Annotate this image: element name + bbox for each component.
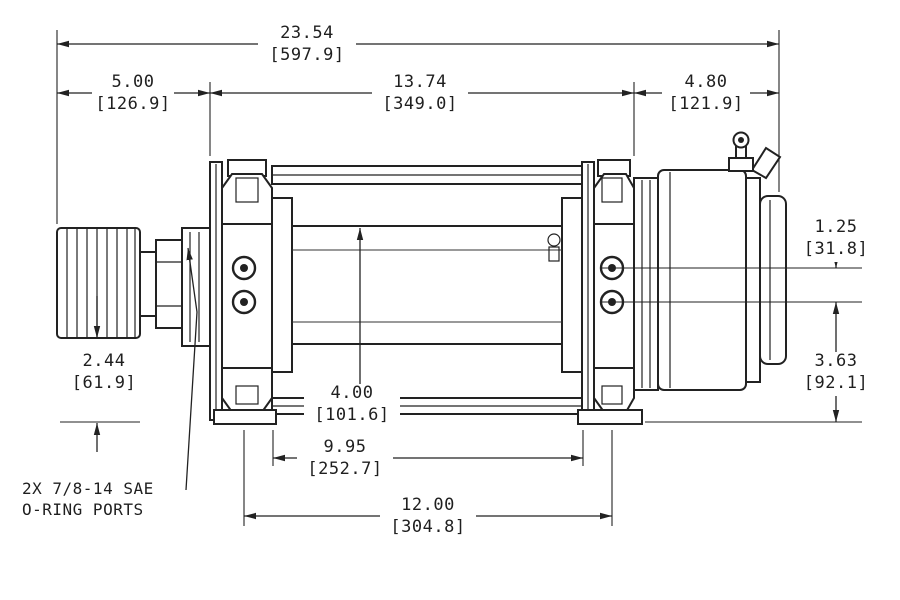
dim-motor-section-mm: [121.9] (668, 94, 743, 114)
dim-left-section-inches: 5.00 (112, 72, 155, 92)
dim-mount-spacing-mm: [304.8] (390, 517, 465, 537)
dim-left-section-mm: [126.9] (95, 94, 170, 114)
drum-flange-right (561, 197, 583, 373)
rope-drum (271, 197, 583, 373)
dim-drum-diameter-mm: [101.6] (314, 405, 389, 425)
tie-bar-top (271, 165, 583, 185)
dim-clutch-drop-mm: [61.9] (72, 373, 136, 393)
dim-drum-section-inches: 13.74 (393, 72, 447, 92)
callout-texts: 2X 7/8-14 SAE O-RING PORTS (22, 479, 154, 519)
oring-ports-label-line1: 2X 7/8-14 SAE (22, 479, 154, 498)
dimension-text-backgrounds (62, 24, 878, 540)
right-mounting-foot (577, 409, 643, 425)
dim-mount-spacing-inches: 12.00 (401, 495, 455, 515)
extension-lines (56, 30, 862, 526)
winch-body (56, 131, 787, 425)
dim-port-spacing-inches: 1.25 (815, 217, 858, 237)
dim-drum-length-mm: [252.7] (307, 459, 382, 479)
left-port-holes (231, 255, 257, 315)
dim-port-height-mm: [92.1] (804, 373, 868, 393)
oring-ports-leader (185, 247, 198, 491)
dim-motor-section-inches: 4.80 (685, 72, 728, 92)
hydraulic-motor (633, 169, 787, 391)
dimension-texts: 23.54 [597.9] 5.00 [126.9] 13.74 [349.0]… (72, 23, 868, 537)
clutch-housing (139, 227, 211, 347)
breather-fitting (728, 131, 782, 180)
right-tie-plate-edge (581, 161, 595, 421)
dim-overall-mm: [597.9] (269, 45, 344, 65)
dim-port-height-inches: 3.63 (815, 351, 858, 371)
ribbed-clutch-cap (56, 227, 141, 339)
drum-barrel (291, 225, 563, 345)
terminal-lug (750, 146, 782, 180)
dim-overall-inches: 23.54 (280, 23, 334, 43)
dim-drum-section-mm: [349.0] (382, 94, 457, 114)
drum-flange-left (271, 197, 293, 373)
dim-drum-diameter-inches: 4.00 (331, 383, 374, 403)
left-tie-plate-edge (209, 161, 223, 421)
oring-ports-label-line2: O-RING PORTS (22, 500, 144, 519)
dim-drum-length-inches: 9.95 (324, 437, 367, 457)
left-end-bracket (213, 159, 277, 425)
dim-clutch-drop-inches: 2.44 (83, 351, 126, 371)
dim-port-spacing-mm: [31.8] (804, 239, 868, 259)
cable-anchor (547, 233, 561, 262)
left-mounting-foot (213, 409, 277, 425)
